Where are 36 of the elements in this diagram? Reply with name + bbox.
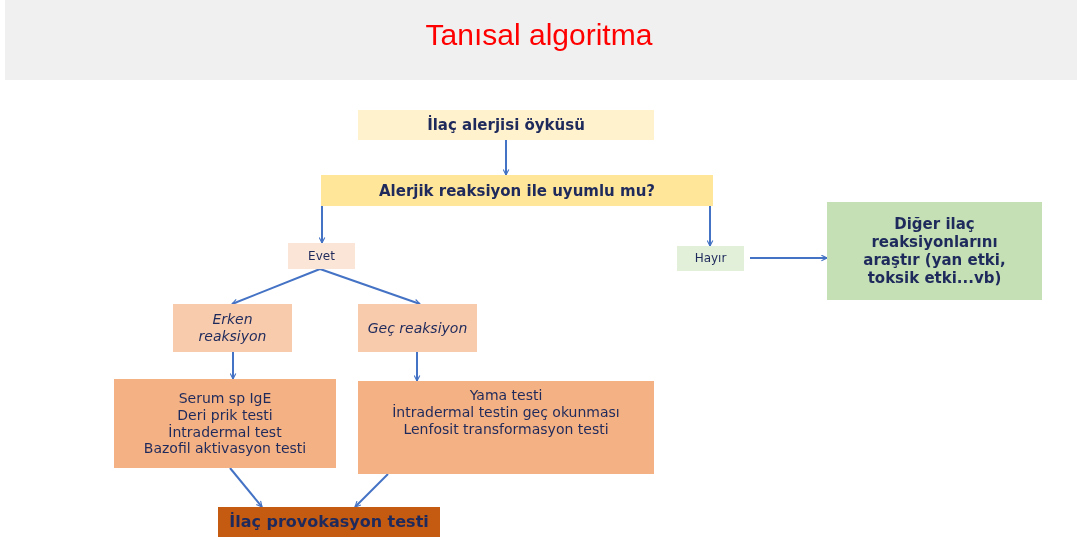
node-text: Erken reaksiyon xyxy=(197,311,268,345)
node-text: İntradermal test xyxy=(168,423,282,441)
arrow xyxy=(749,254,828,262)
node-text: Lenfosit transformasyon testi xyxy=(403,420,609,438)
reaction-box xyxy=(358,304,477,352)
arrow xyxy=(231,268,321,306)
node-text: Alerjik reaksiyon ile uyumlu mu? xyxy=(379,181,655,200)
node-text: Serum sp IgE xyxy=(178,389,272,407)
node-text: Geç reaksiyon xyxy=(367,319,468,337)
answer-box xyxy=(288,243,355,269)
node-text: Deri prik testi xyxy=(177,406,273,423)
arrow xyxy=(706,205,714,247)
test-list-box xyxy=(114,379,336,468)
arrow xyxy=(413,351,421,382)
node-text: Hayır xyxy=(694,251,727,266)
node-text: Evet xyxy=(308,248,335,264)
test-list-box xyxy=(358,381,654,474)
node-text: Diğer ilaç reaksiyonlarını araştır (yan etki, toksik etki...vb) xyxy=(862,215,1007,287)
arrow xyxy=(318,205,326,244)
title: Tanısal algoritma xyxy=(424,18,654,52)
arrow xyxy=(502,139,510,176)
node-text: Bazofil aktivasyon testi xyxy=(143,440,307,458)
answer-box xyxy=(677,246,744,271)
node-text: İlaç alerjisi öyküsü xyxy=(427,116,585,134)
arrow xyxy=(354,473,389,508)
arrow xyxy=(229,351,237,380)
start-box xyxy=(358,110,654,140)
node-text: İlaç provokasyon testi xyxy=(229,512,429,532)
node-text: İntradermal testin geç okunması xyxy=(392,403,620,421)
final-test-box xyxy=(218,507,440,537)
arrow xyxy=(229,467,263,508)
reaction-box xyxy=(173,304,292,352)
arrow xyxy=(319,268,421,306)
decision-box xyxy=(321,175,713,206)
action-box xyxy=(827,202,1042,300)
node-text: Yama testi xyxy=(469,387,543,404)
